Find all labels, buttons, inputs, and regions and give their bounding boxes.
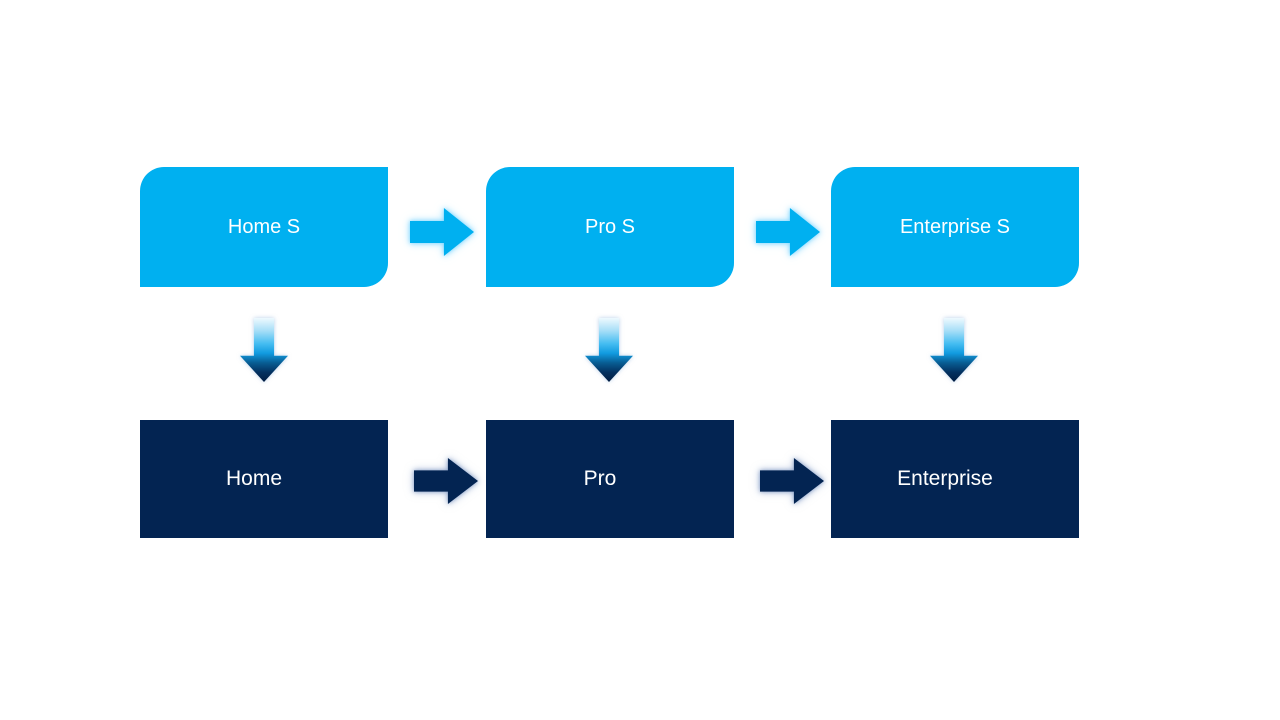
right-arrow-icon	[414, 458, 478, 504]
process-box-enterprise-s: Enterprise S	[831, 167, 1079, 287]
right-arrow-shape	[410, 208, 474, 256]
process-box-label: Pro S	[584, 215, 636, 238]
process-box-pro: Pro	[486, 420, 734, 538]
process-box-label: Enterprise	[897, 467, 993, 490]
down-arrow-shape	[585, 318, 633, 382]
process-box-label: Pro	[583, 467, 617, 490]
process-box-label: Home S	[227, 215, 301, 238]
process-box-label: Home	[225, 467, 283, 490]
down-arrow-shape	[240, 318, 288, 382]
down-arrow-icon	[585, 318, 633, 382]
right-arrow-icon	[760, 458, 824, 504]
down-arrow-icon	[930, 318, 978, 382]
right-arrow-shape	[756, 208, 820, 256]
process-box-home-s: Home S	[140, 167, 388, 287]
process-box-pro-s: Pro S	[486, 167, 734, 287]
right-arrow-icon	[756, 208, 820, 256]
right-arrow-icon	[410, 208, 474, 256]
process-box-enterprise: Enterprise	[831, 420, 1079, 538]
right-arrow-shape	[414, 458, 478, 504]
down-arrow-icon	[240, 318, 288, 382]
down-arrow-shape	[930, 318, 978, 382]
process-box-home: Home	[140, 420, 388, 538]
right-arrow-shape	[760, 458, 824, 504]
process-box-label: Enterprise S	[899, 215, 1011, 238]
